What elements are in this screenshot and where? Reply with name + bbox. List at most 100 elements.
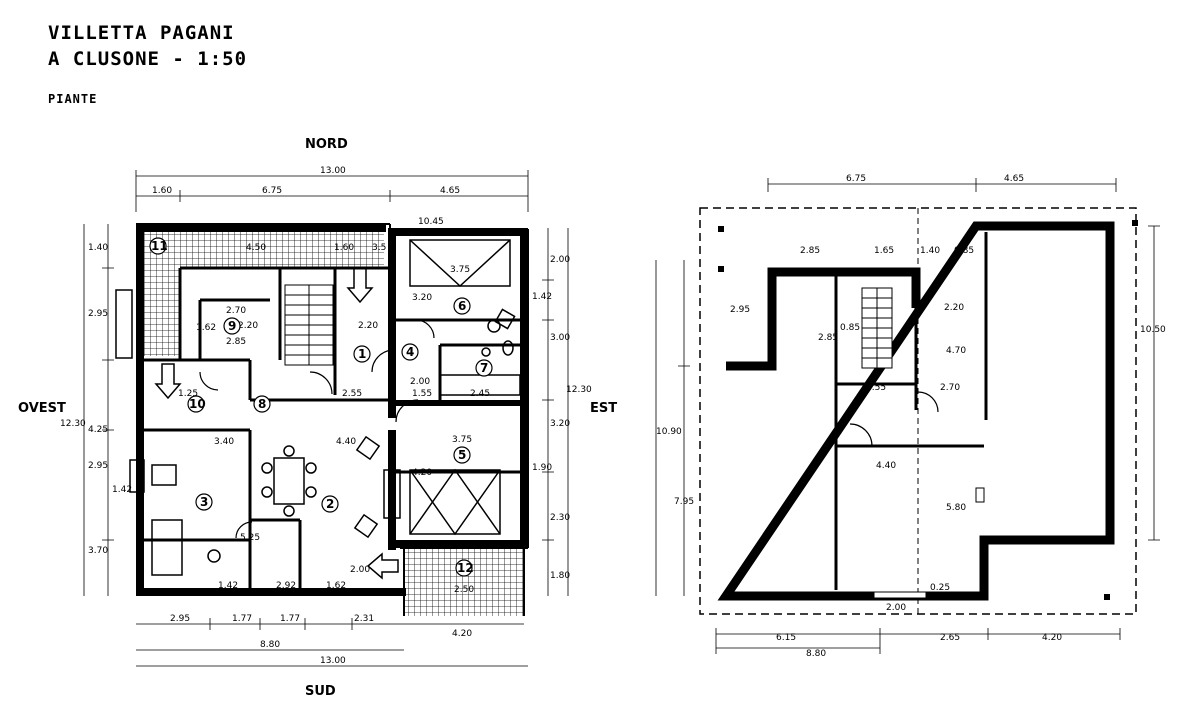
gf-dim-bottom-3: 1.77: [280, 614, 300, 624]
gf-dim-inner: 2.55: [342, 389, 362, 399]
uf-dim-inner: 2.85: [818, 333, 838, 343]
gf-dim-right-3: 3.00: [550, 333, 570, 343]
gf-dim-right-8: 1.80: [550, 571, 570, 581]
gf-dim-inner: 4.50: [246, 243, 266, 253]
gf-dim-left-7: 3.70: [88, 546, 108, 556]
drawing-title-line2: A CLUSONE - 1:50: [48, 48, 248, 70]
uf-dim-left-2: 10.90: [656, 427, 682, 437]
gf-dim-left-2: 2.95: [88, 309, 108, 319]
gf-dim-bottom-1: 2.95: [170, 614, 190, 624]
uf-dim-inner: 0.85: [954, 246, 974, 256]
gf-dim-left-4: 4.25: [88, 425, 108, 435]
uf-dim-inner: 0.85: [840, 323, 860, 333]
gf-dim-bottom-5: 4.20: [452, 629, 472, 639]
upper-floor-plan: 6.75 4.65 2.85 1.65 1.40 0.85 2.20 2.85 …: [655, 174, 1166, 659]
gf-dim-inner: 5.25: [240, 533, 260, 543]
drawing-title-line1: VILLETTA PAGANI: [48, 22, 235, 44]
east-wall: [520, 228, 528, 548]
gf-dim-right-4: 12.30: [566, 385, 592, 395]
uf-dim-top-2: 4.65: [1004, 174, 1024, 184]
gf-dim-inner: 4.40: [336, 437, 356, 447]
uf-dim-inner: 5.80: [946, 503, 966, 513]
gf-dim-left-1: 1.40: [88, 243, 108, 253]
gf-dim-inner: 3.5: [372, 243, 386, 253]
uf-dim-inner: 2.20: [944, 303, 964, 313]
gf-dim-inner: 3.75: [452, 435, 472, 445]
gf-dim-inner: 1.60: [334, 243, 354, 253]
ground-floor-plan: 13.00 1.60 6.75 4.65 2.95 1.77 1.77 2.31…: [60, 166, 592, 667]
gf-dim-inner: 3.75: [450, 265, 470, 275]
room-number: 5: [458, 448, 466, 462]
south-wall: [136, 588, 406, 596]
uf-dim-inner: 2.85: [800, 246, 820, 256]
uf-dim-inner: 4.70: [946, 346, 966, 356]
wall-room5-south: [396, 540, 528, 548]
uf-dim-right-1: 10.50: [1140, 325, 1166, 335]
gf-dim-inner: 2.92: [276, 581, 296, 591]
gf-dim-left-3: 12.30: [60, 419, 86, 429]
gf-dim-inner: 1.55: [412, 389, 432, 399]
uf-dim-bottom-1: 6.15: [776, 633, 796, 643]
uf-dim-bottom-2: 2.65: [940, 633, 960, 643]
gf-dim-bottom-2: 1.77: [232, 614, 252, 624]
gf-dim-inner: 10.45: [418, 217, 444, 227]
room-number: 10: [189, 397, 206, 411]
gf-dim-top-total: 13.00: [320, 166, 346, 176]
room-number: 6: [458, 299, 466, 313]
gf-dim-top-3: 4.65: [440, 186, 460, 196]
terrace-11-north-tiles: [136, 228, 384, 268]
gf-dim-inner: 1.62: [326, 581, 346, 591]
gf-dim-bottom-7: 13.00: [320, 656, 346, 666]
room-number: 4: [406, 345, 414, 359]
room-number: 9: [228, 319, 236, 333]
uf-dim-inner: 0.25: [930, 583, 950, 593]
gf-dim-inner: 2.20: [358, 321, 378, 331]
gf-dim-inner: 2.45: [470, 389, 490, 399]
gf-dim-inner: 2.85: [226, 337, 246, 347]
partition-east-2: [388, 430, 396, 550]
gf-dim-right-1: 2.00: [550, 255, 570, 265]
uf-dim-left-3: 7.95: [674, 497, 694, 507]
gf-dim-right-6: 1.90: [532, 463, 552, 473]
room-number: 12: [457, 561, 474, 575]
room-number: 8: [258, 397, 266, 411]
room-number: 2: [326, 497, 334, 511]
gf-dim-right-7: 2.30: [550, 513, 570, 523]
gf-dim-left-6: 1.42: [112, 485, 132, 495]
compass-north: NORD: [305, 137, 348, 152]
room-number: 11: [151, 239, 168, 253]
gf-dim-inner: 2.20: [238, 321, 258, 331]
gf-dim-inner: 2.00: [410, 377, 430, 387]
compass-east: EST: [590, 401, 617, 416]
uf-dim-inner: 2.55: [866, 383, 886, 393]
gf-dim-inner: 1.25: [178, 389, 198, 399]
room-number: 7: [480, 361, 488, 375]
uf-dim-bottom-3: 4.20: [1042, 633, 1062, 643]
gf-dim-top-2: 6.75: [262, 186, 282, 196]
gf-dim-bottom-4: 2.31: [354, 614, 374, 624]
compass-west: OVEST: [18, 401, 66, 416]
west-wall: [136, 224, 144, 596]
gf-dim-inner: 1.42: [218, 581, 238, 591]
gf-dim-top-1: 1.60: [152, 186, 172, 196]
terrace-12-tiles: [404, 548, 524, 616]
gf-dim-right-5: 3.20: [550, 419, 570, 429]
gf-dim-inner: 4.20: [412, 468, 432, 478]
drawing-subtitle: PIANTE: [48, 92, 98, 106]
north-wall-east: [390, 228, 528, 236]
compass-south: SUD: [305, 684, 336, 699]
gf-dim-inner: 3.20: [412, 293, 432, 303]
uf-dim-bottom-4: 8.80: [806, 649, 826, 659]
gf-dim-inner: 1.62: [196, 323, 216, 333]
partition-east-1: [388, 228, 396, 418]
room-number: 3: [200, 495, 208, 509]
wall-room5-north: [396, 400, 520, 406]
uf-dim-top-1: 6.75: [846, 174, 866, 184]
room-number: 1: [358, 347, 366, 361]
gf-dim-right-2: 1.42: [532, 292, 552, 302]
uf-dim-inner: 1.65: [874, 246, 894, 256]
uf-dim-inner: 2.00: [886, 603, 906, 613]
gf-dim-inner: 2.50: [454, 585, 474, 595]
north-wall-west: [136, 224, 386, 232]
